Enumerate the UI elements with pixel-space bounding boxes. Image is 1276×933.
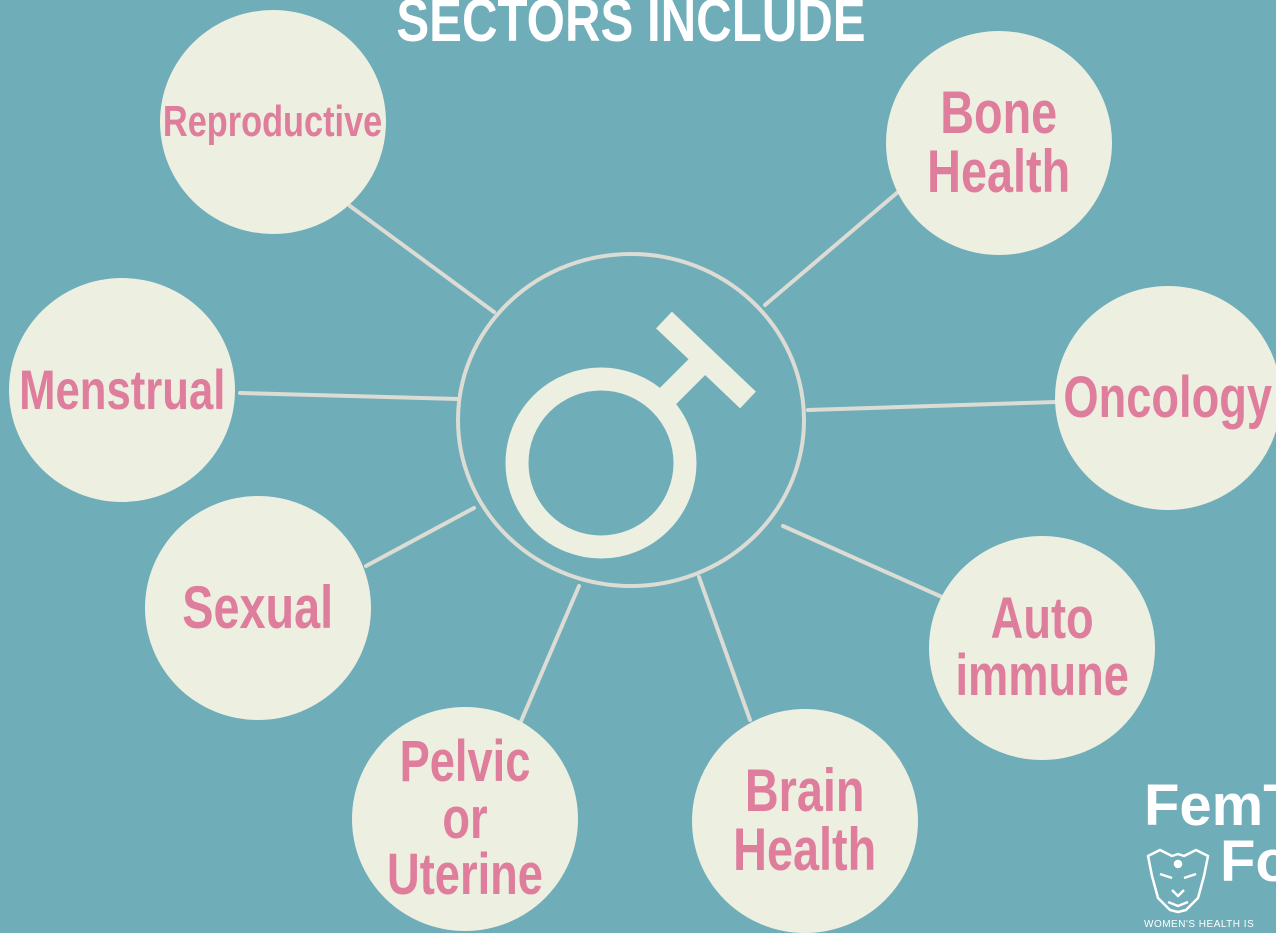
female-symbol-icon xyxy=(505,311,756,559)
brand-logo: FemT Fo WOMEN'S HEALTH IS xyxy=(1140,778,1276,931)
sector-circle-brain-health: Brain Health xyxy=(692,709,918,933)
sector-circle-auto-immune: Auto immune xyxy=(929,536,1155,760)
connector-auto-immune xyxy=(781,524,944,599)
connector-oncology xyxy=(806,400,1058,412)
center-hub xyxy=(456,252,806,588)
sector-label-pelvic-uterine: Pelvic or Uterine xyxy=(387,728,543,908)
page-title: SECTORS INCLUDE xyxy=(396,0,866,54)
logo-tagline: WOMEN'S HEALTH IS xyxy=(1144,919,1255,930)
sector-label-auto-immune: Auto immune xyxy=(955,586,1129,708)
leopard-head-icon xyxy=(1146,848,1210,914)
sector-circle-menstrual: Menstrual xyxy=(9,278,235,502)
sector-label-oncology: Oncology xyxy=(1063,364,1273,430)
sector-circle-sexual: Sexual xyxy=(145,496,371,720)
logo-line2: Fo xyxy=(1220,829,1276,894)
sector-label-brain-health: Brain Health xyxy=(733,757,877,883)
connectors xyxy=(238,190,1058,728)
sector-circle-pelvic-uterine: Pelvic or Uterine xyxy=(352,707,578,931)
sector-label-sexual: Sexual xyxy=(182,573,334,641)
connector-pelvic-uterine xyxy=(517,584,581,728)
sector-circle-bone-health: Bone Health xyxy=(886,31,1112,255)
connector-sexual xyxy=(364,506,476,568)
sector-label-bone-health: Bone Health xyxy=(927,79,1071,205)
logo-line1: FemT xyxy=(1144,778,1276,838)
sector-circle-reproductive: Reproductive xyxy=(160,10,386,234)
connector-brain-health xyxy=(697,575,752,722)
connector-bone-health xyxy=(763,190,900,307)
connector-menstrual xyxy=(238,391,460,401)
sector-label-reproductive: Reproductive xyxy=(163,97,383,147)
sector-label-menstrual: Menstrual xyxy=(18,357,226,421)
connector-reproductive xyxy=(348,204,496,314)
sector-circle-oncology: Oncology xyxy=(1055,286,1276,510)
